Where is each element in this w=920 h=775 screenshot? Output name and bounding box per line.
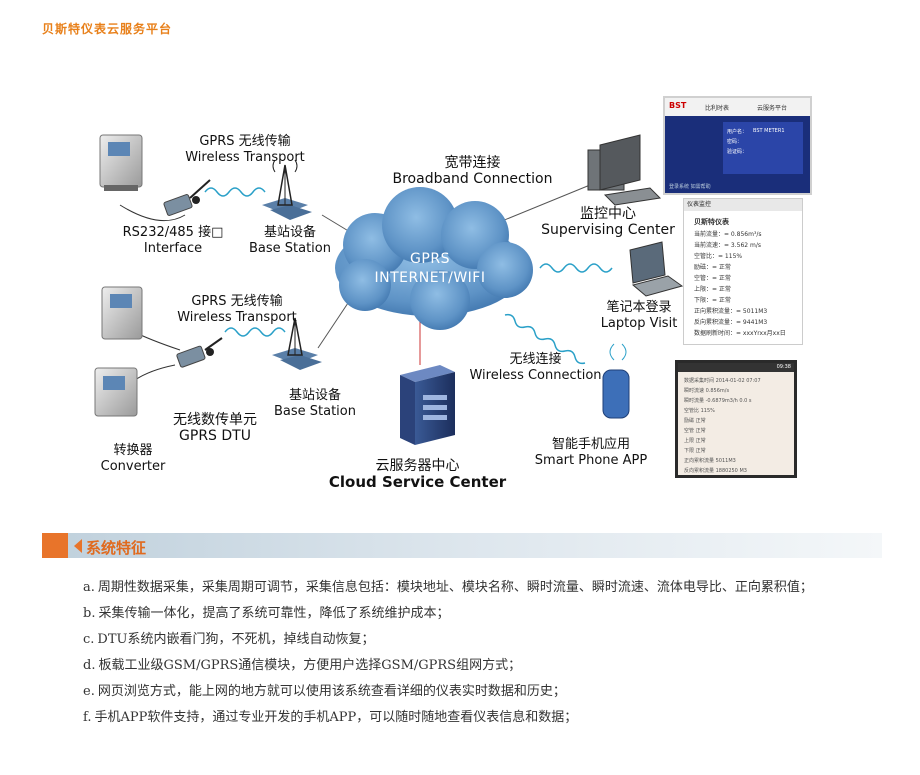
cloud — [335, 187, 533, 330]
feature-item: a.周期性数据采集，采集周期可调节，采集信息包括：模块地址、模块名称、瞬时流量、… — [83, 580, 813, 595]
flow-meter-icon — [101, 286, 143, 340]
converter-icon — [94, 367, 138, 417]
laptop-icon — [629, 241, 684, 297]
page-title: 贝斯特仪表云服务平台 — [42, 22, 173, 36]
cloud-server-icon — [400, 365, 455, 445]
dtu-module-icon — [176, 337, 223, 368]
section-title: 系统特征 — [86, 539, 147, 557]
flow-meter-icon — [99, 134, 143, 191]
feature-item: d.板载工业级GSM/GPRS通信模块，方便用户选择GSM/GPRS组网方式； — [83, 658, 522, 673]
feature-item: f.手机APP软件支持，通过专业开发的手机APP，可以随时随地查看仪表信息和数据… — [83, 710, 578, 725]
brand-logo: BST — [669, 101, 687, 110]
section-arrow-icon — [74, 539, 82, 553]
wireless-waves — [204, 187, 613, 365]
feature-item: e.网页浏览方式，能上网的地方就可以使用该系统查看详细的仪表实时数据和历史； — [83, 684, 566, 699]
dtu-module-icon — [163, 179, 211, 216]
phone-app-thumbnail: 09:38 数据采集时间 2014-01-02 07:07 瞬时流速 0.856… — [675, 360, 797, 478]
feature-list: a.周期性数据采集，采集周期可调节，采集信息包括：模块地址、模块名称、瞬时流量、… — [83, 576, 883, 732]
network-diagram — [94, 134, 684, 445]
desktop-computer-icon — [587, 134, 662, 206]
label-interface: RS232/485 接□Interface — [122, 225, 224, 256]
feature-item: b.采集传输一体化，提高了系统可靠性，降低了系统维护成本； — [83, 606, 450, 621]
section-accent-block — [42, 533, 68, 558]
login-screen-thumbnail: BST 比利时表 云服务平台 用户名： 密码： 验证码： BST METER1 … — [663, 96, 812, 195]
base-station-tower-icon — [262, 159, 312, 220]
cloud-label: GPRS INTERNET/WIFI — [374, 251, 486, 286]
feature-item: c.DTU系统内嵌看门狗，不死机，掉线自动恢复； — [83, 632, 375, 647]
base-station-tower-icon — [272, 317, 322, 370]
monitor-data-thumbnail: 仪表监控 贝斯特仪表 当前流量：= 0.856m³/s 当前流速：= 3.562… — [683, 198, 803, 345]
smartphone-icon — [602, 343, 630, 419]
section-header-bar — [42, 533, 882, 558]
